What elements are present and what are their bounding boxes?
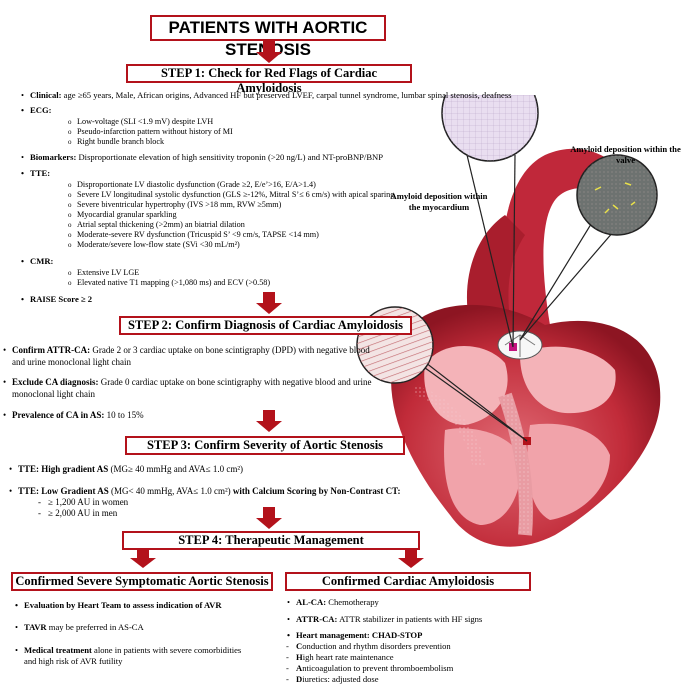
- step3-high: TTE: High gradient AS (MG≥ 40 mmHg and A…: [9, 463, 438, 475]
- step2-header: STEP 2: Confirm Diagnosis of Cardiac Amy…: [119, 316, 412, 335]
- tte-item: Myocardial granular sparkling: [68, 210, 177, 221]
- step2-prevalence: Prevalence of CA in AS: 10 to 15%: [3, 409, 144, 421]
- tte-item: Moderate-severe RV dysfunction (Tricuspi…: [68, 230, 319, 241]
- tte-item: Disproportionate LV diastolic dysfunctio…: [68, 180, 316, 191]
- step3-header: STEP 3: Confirm Severity of Aortic Steno…: [125, 436, 405, 455]
- calcium-score-men: ≥ 2,000 AU in men: [38, 508, 117, 519]
- tte-item: Severe biventricular hypertrophy (IVS >1…: [68, 200, 281, 211]
- caption-valve: Amyloid deposition within the valve: [570, 144, 681, 165]
- cmr-item: Elevated native T1 mapping (>1,080 ms) a…: [68, 278, 270, 289]
- step4-header: STEP 4: Therapeutic Management: [122, 531, 420, 550]
- step1-biomarkers: Biomarkers: Disproportionate elevation o…: [21, 152, 510, 163]
- ecg-item: Right bundle branch block: [68, 137, 164, 148]
- chad-item: Diuretics: adjusted dose: [286, 674, 379, 685]
- step1-tte-label: TTE:: [21, 168, 50, 179]
- step1-header: STEP 1: Check for Red Flags of Cardiac A…: [126, 64, 412, 95]
- right-item-heart-mgmt: Heart management: CHAD-STOP: [287, 630, 422, 641]
- step1-ecg-label: ECG:: [21, 105, 52, 116]
- left-item-medical: Medical treatment alone in patients with…: [15, 645, 284, 656]
- left-item-heart-team: Evaluation by Heart Team to assess indic…: [15, 600, 274, 611]
- right-panel-header: Confirmed Cardiac Amyloidosis: [285, 572, 531, 591]
- left-item-tavr: TAVR may be preferred in AS-CA: [15, 622, 274, 633]
- right-item-attr: ATTR-CA: ATTR stabilizer in patients wit…: [287, 614, 596, 625]
- step2-exclude: Exclude CA diagnosis: Grade 0 cardiac up…: [3, 376, 432, 388]
- step1-clinical: Clinical: age ≥65 years, Male, African o…: [21, 90, 520, 101]
- tte-item: Moderate/severe low-flow state (SVi <30 …: [68, 240, 240, 251]
- step3-low: TTE: Low Gradient AS (MG< 40 mmHg, AVA≤ …: [9, 485, 488, 497]
- step2-confirm-cont: and urine monoclonal light chain: [12, 357, 131, 367]
- step2-confirm: Confirm ATTR-CA: Grade 2 or 3 cardiac up…: [3, 344, 432, 356]
- page-title: PATIENTS WITH AORTIC STENOSIS: [150, 15, 386, 59]
- tte-item: Severe LV longitudinal systolic dysfunct…: [68, 190, 394, 201]
- step2-exclude-cont: monoclonal light chain: [12, 389, 95, 399]
- calcium-score-women: ≥ 1,200 AU in women: [38, 497, 128, 508]
- chad-item: High heart rate maintenance: [286, 652, 394, 663]
- cmr-item: Extensive LV LGE: [68, 268, 139, 279]
- caption-myocardium: Amyloid deposition within the myocardium: [390, 191, 488, 212]
- left-panel-header: Confirmed Severe Symptomatic Aortic Sten…: [11, 572, 273, 591]
- ecg-item: Low-voltage (SLI <1.9 mV) despite LVH: [68, 117, 213, 128]
- step1-raise: RAISE Score ≥ 2: [21, 294, 92, 305]
- ecg-item: Pseudo-infarction pattern without histor…: [68, 127, 233, 138]
- step1-cmr-label: CMR:: [21, 256, 54, 267]
- chad-item: Anticoagulation to prevent thromboemboli…: [286, 663, 453, 674]
- right-item-al: AL-CA: Chemotherapy: [287, 597, 379, 608]
- left-item-medical-cont: and high risk of AVR futility: [24, 656, 123, 666]
- chad-item: Conduction and rhythm disorders preventi…: [286, 641, 451, 652]
- tte-item: Atrial septal thickening (>2mm) an biatr…: [68, 220, 245, 231]
